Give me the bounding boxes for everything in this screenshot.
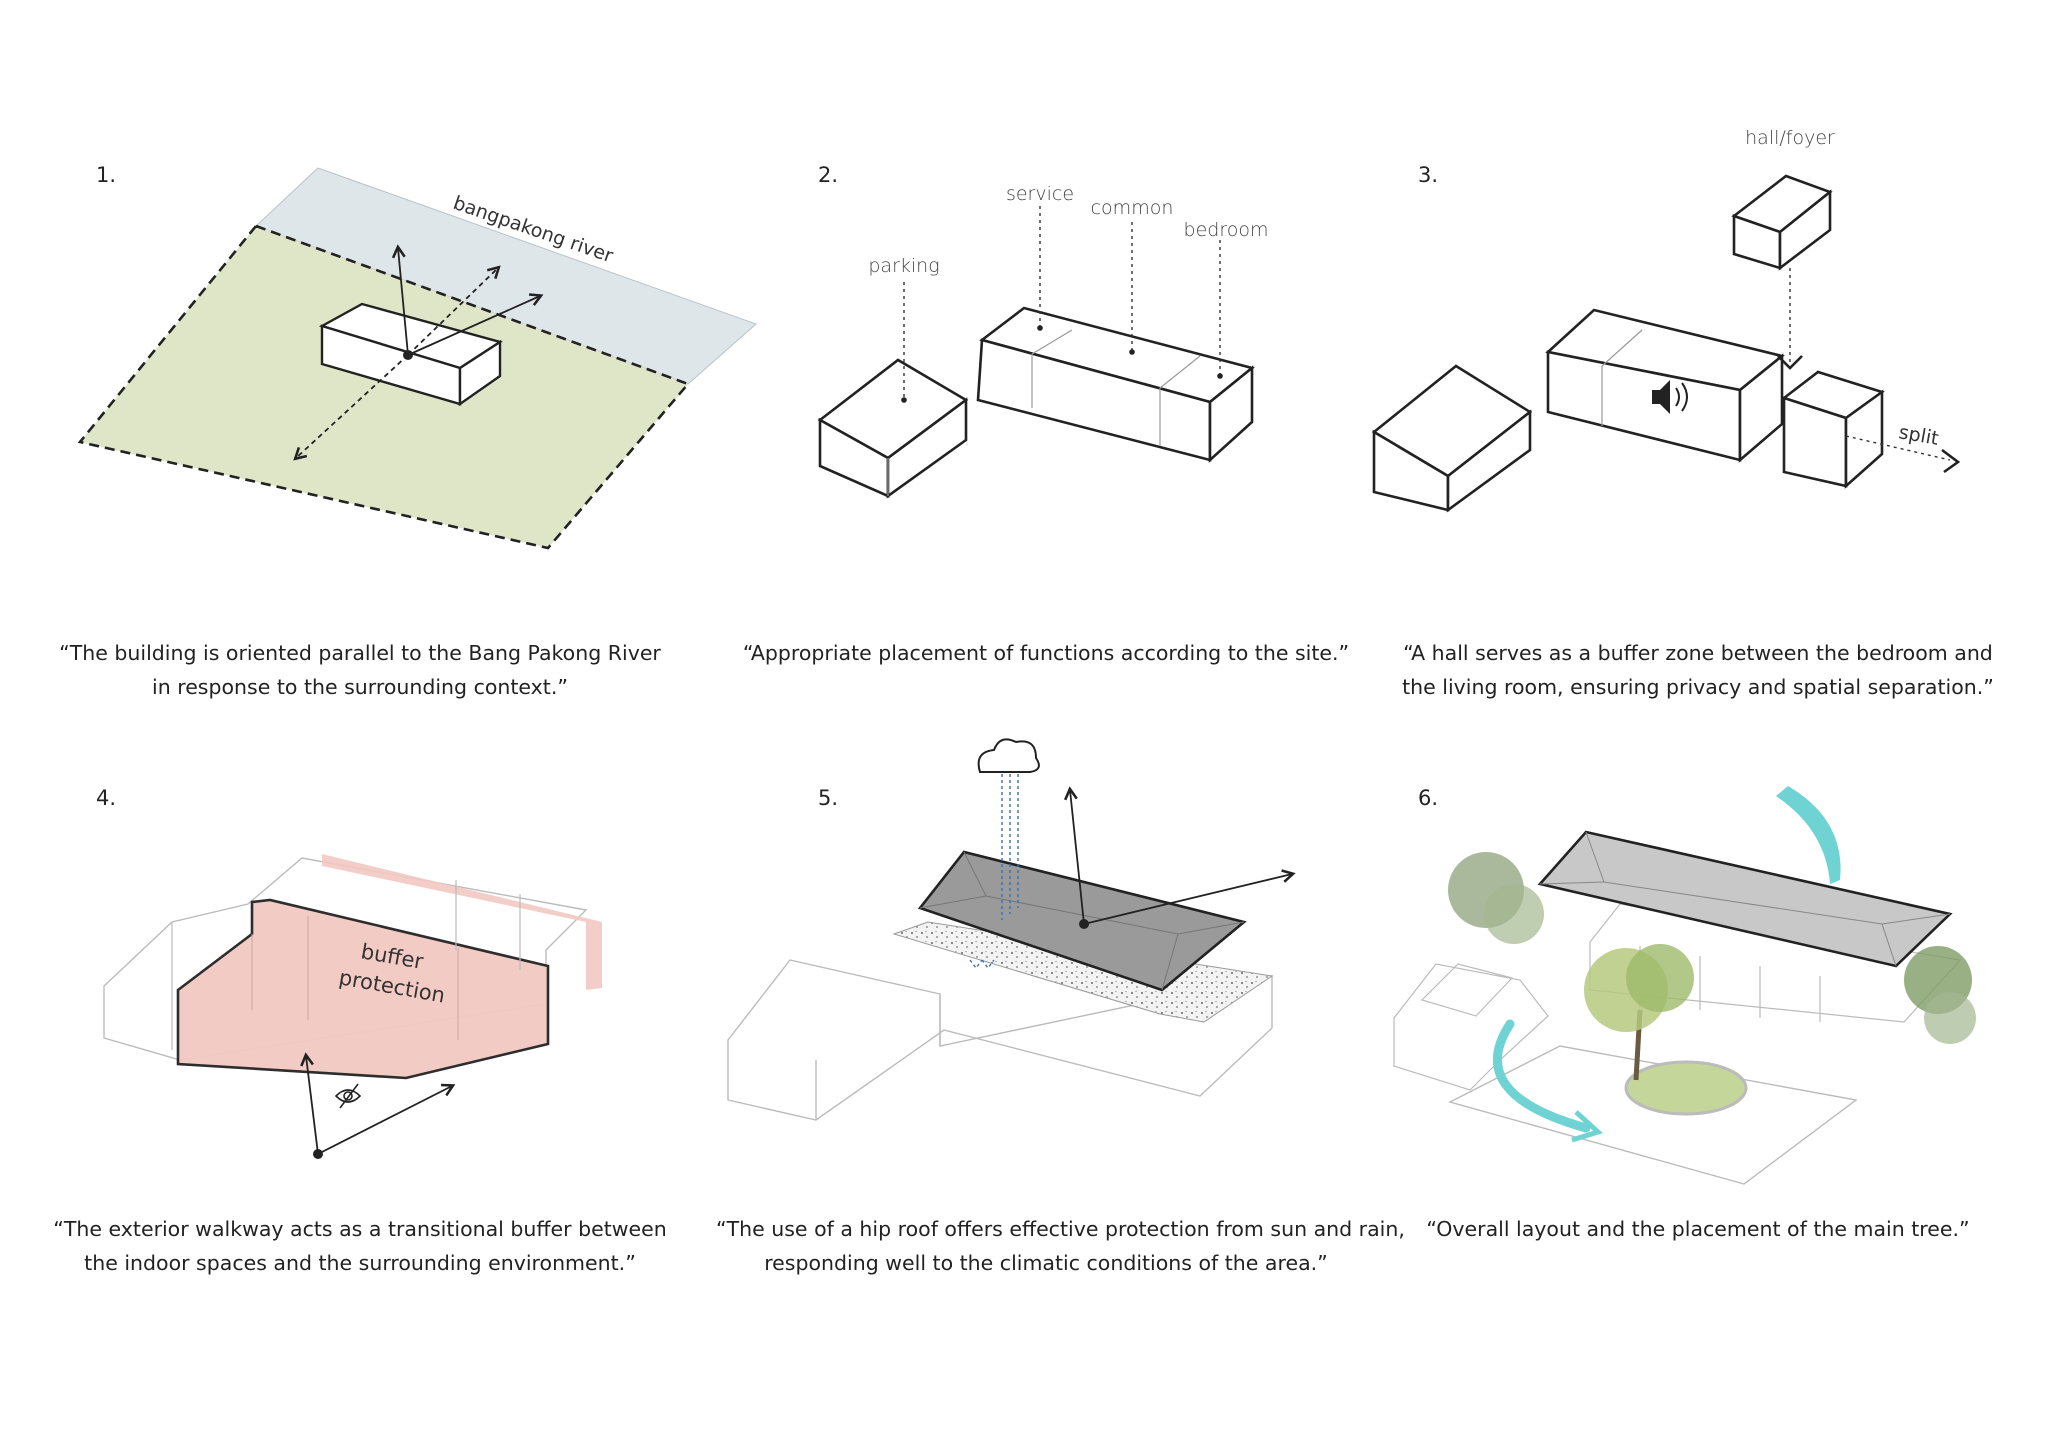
- caption-line: in response to the surrounding context.”: [152, 675, 568, 699]
- tree-planter: [1624, 1060, 1748, 1116]
- panel-3-hall-diagram: [1371, 174, 1961, 513]
- panel-4-caption: “The exterior walkway acts as a transiti…: [30, 1212, 690, 1280]
- caption-line: the indoor spaces and the surrounding en…: [84, 1251, 636, 1275]
- site-ground: [77, 224, 691, 550]
- wind-arrow-curve: [1492, 1019, 1591, 1133]
- caption-line: “Overall layout and the placement of the…: [1426, 1217, 1970, 1241]
- hall-block: [1731, 174, 1833, 271]
- view-arrows: [306, 1056, 452, 1155]
- no-view-icon: [334, 1083, 362, 1109]
- panel-5-caption: “The use of a hip roof offers effective …: [716, 1212, 1405, 1280]
- roof-gravel: [892, 921, 1274, 1023]
- cloud-icon: [977, 738, 1040, 773]
- panel-5-roof-diagram: [727, 738, 1292, 1121]
- rain-lines: [969, 774, 1019, 970]
- panel-3-caption: “A hall serves as a buffer zone between …: [1368, 636, 2028, 704]
- orientation-arrows: [296, 248, 540, 458]
- panel-6-number: 6.: [1418, 786, 1439, 810]
- speaker-icon: [1652, 380, 1688, 414]
- main-block: [976, 306, 1255, 463]
- buffer-strip-back: [322, 854, 602, 990]
- courtyard-ground: [1448, 1045, 1858, 1185]
- panel-4-buffer-diagram: [103, 854, 602, 1159]
- parking-block: [817, 358, 969, 499]
- panel-6-layout-diagram: [1393, 786, 1976, 1185]
- panel-2-number: 2.: [818, 163, 839, 187]
- caption-line: responding well to the climatic conditio…: [764, 1251, 1328, 1275]
- common-label: common: [1091, 197, 1174, 219]
- caption-line: the living room, ensuring privacy and sp…: [1402, 675, 1994, 699]
- parking-label: parking: [868, 255, 939, 277]
- panel-6-caption: “Overall layout and the placement of the…: [1368, 1212, 2028, 1246]
- hall-label: hall/foyer: [1745, 127, 1835, 149]
- side-wing: [1393, 963, 1549, 1091]
- living-block: [1371, 364, 1533, 513]
- bedroom-label: bedroom: [1184, 219, 1269, 241]
- service-label: service: [1006, 183, 1074, 205]
- panel-5-number: 5.: [818, 786, 839, 810]
- panel-4-number: 4.: [96, 786, 117, 810]
- caption-line: “A hall serves as a buffer zone between …: [1403, 641, 1993, 665]
- bedroom-block: [1545, 308, 1785, 463]
- caption-line: “The building is oriented parallel to th…: [59, 641, 661, 665]
- sun-arrows: [1070, 790, 1292, 925]
- caption-line: “Appropriate placement of functions acco…: [742, 641, 1350, 665]
- caption-line: “The use of a hip roof offers effective …: [716, 1217, 1405, 1241]
- panel-1-number: 1.: [96, 163, 117, 187]
- caption-line: “The exterior walkway acts as a transiti…: [53, 1217, 667, 1241]
- wind-arrow-icon: [1776, 786, 1841, 884]
- split-block: [1781, 370, 1885, 489]
- panel-1-site-diagram: bangpakong river: [77, 167, 757, 550]
- tree-icon: [1448, 852, 1976, 1081]
- split-label: split: [1897, 421, 1940, 450]
- building-block: [318, 302, 503, 407]
- panel-2-function-diagram: [817, 206, 1255, 499]
- panel-3-number: 3.: [1418, 163, 1439, 187]
- panel-2-caption: “Appropriate placement of functions acco…: [716, 636, 1376, 670]
- panel-1-caption: “The building is oriented parallel to th…: [30, 636, 690, 704]
